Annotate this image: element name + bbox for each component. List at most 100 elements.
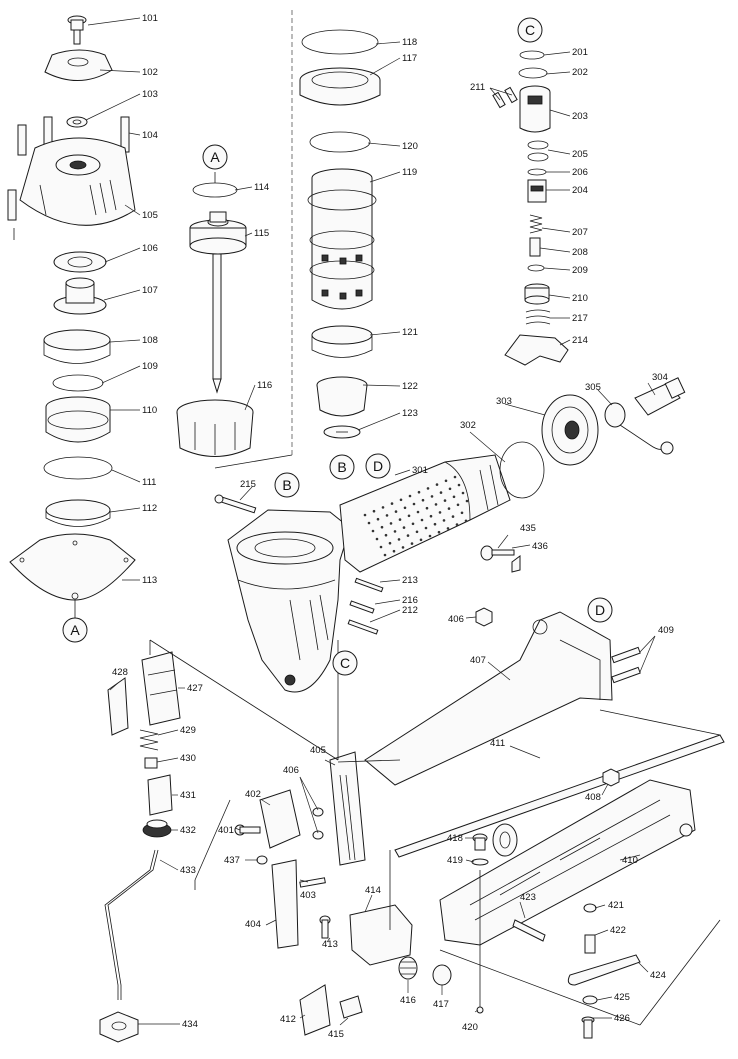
part-419-spring-reel bbox=[471, 823, 518, 866]
label-110: 110 bbox=[142, 405, 157, 416]
part-210-bushing bbox=[524, 283, 550, 305]
part-403-bolt bbox=[299, 877, 326, 888]
part-409-screws bbox=[611, 646, 641, 684]
callout-c-top: C bbox=[517, 17, 543, 43]
part-408-nut bbox=[602, 768, 620, 787]
part-204-valve-stem bbox=[527, 179, 547, 203]
label-423: 423 bbox=[520, 892, 536, 903]
callout-d-rail: D bbox=[587, 597, 613, 623]
svg-text:D: D bbox=[595, 602, 605, 618]
svg-text:B: B bbox=[337, 459, 346, 475]
part-432-gear bbox=[142, 819, 172, 838]
part-205-o-ring-a bbox=[527, 140, 549, 150]
label-105: 105 bbox=[142, 210, 158, 221]
label-429: 429 bbox=[180, 725, 196, 736]
label-118: 118 bbox=[402, 37, 417, 48]
part-108-seal bbox=[43, 329, 111, 364]
part-406-nut bbox=[475, 607, 493, 627]
label-122: 122 bbox=[402, 381, 418, 392]
part-435-washer bbox=[480, 545, 494, 561]
label-305: 305 bbox=[585, 382, 601, 393]
part-410-magazine bbox=[439, 779, 696, 946]
part-421-washer bbox=[583, 903, 597, 913]
label-202: 202 bbox=[572, 67, 588, 78]
label-212: 212 bbox=[402, 605, 418, 616]
callout-a-bottom: A bbox=[62, 617, 88, 643]
label-116: 116 bbox=[257, 380, 272, 391]
part-436-bolt bbox=[491, 549, 521, 573]
part-211-pins bbox=[492, 86, 518, 109]
label-104: 104 bbox=[142, 130, 158, 141]
part-208-plunger bbox=[529, 237, 541, 257]
part-114-o-ring bbox=[192, 182, 238, 198]
label-433: 433 bbox=[180, 865, 196, 876]
part-433-wire bbox=[104, 849, 156, 1000]
part-417-knob bbox=[432, 964, 452, 986]
label-404: 404 bbox=[245, 919, 261, 930]
part-426-screw bbox=[581, 1016, 595, 1039]
label-419: 419 bbox=[447, 855, 463, 866]
label-209: 209 bbox=[572, 265, 588, 276]
part-113-gasket-plate bbox=[9, 533, 136, 601]
label-426: 426 bbox=[614, 1013, 630, 1024]
label-304: 304 bbox=[652, 372, 668, 383]
part-201-o-ring bbox=[519, 50, 545, 60]
label-213: 213 bbox=[402, 575, 418, 586]
label-119: 119 bbox=[402, 167, 417, 178]
part-115-piston bbox=[189, 211, 247, 255]
part-119-cylinder bbox=[307, 168, 377, 310]
trigger-valve-assembly bbox=[492, 50, 569, 366]
label-406-top: 406 bbox=[448, 614, 464, 625]
label-437: 437 bbox=[224, 855, 240, 866]
part-416-dial bbox=[398, 956, 418, 980]
label-109: 109 bbox=[142, 361, 158, 372]
label-112: 112 bbox=[142, 503, 157, 514]
part-121-ring bbox=[311, 325, 373, 358]
part-423-spring bbox=[512, 919, 546, 942]
label-416: 416 bbox=[400, 995, 416, 1006]
part-112-ring bbox=[45, 499, 111, 527]
part-main-body bbox=[227, 509, 351, 693]
label-413: 413 bbox=[322, 939, 338, 950]
callout-c-body: C bbox=[332, 650, 358, 676]
part-203-valve-housing bbox=[519, 85, 551, 133]
part-428-bracket bbox=[107, 677, 129, 736]
part-202-o-ring bbox=[518, 67, 548, 79]
label-428: 428 bbox=[112, 667, 128, 678]
label-425: 425 bbox=[614, 992, 630, 1003]
part-412-plate bbox=[299, 984, 331, 1036]
part-301-handle bbox=[339, 454, 511, 573]
label-113: 113 bbox=[142, 575, 157, 586]
label-435: 435 bbox=[520, 523, 536, 534]
part-109-o-ring bbox=[52, 374, 104, 392]
part-212-pin bbox=[347, 619, 379, 635]
body-assembly bbox=[214, 377, 686, 693]
part-205-o-ring-b bbox=[527, 152, 549, 162]
part-420-pin bbox=[476, 870, 484, 1014]
label-208: 208 bbox=[572, 247, 588, 258]
label-215: 215 bbox=[240, 479, 256, 490]
label-414: 414 bbox=[365, 885, 381, 896]
svg-text:A: A bbox=[70, 622, 80, 638]
part-number-labels: 101 102 103 104 105 106 107 108 109 110 … bbox=[112, 13, 674, 1040]
label-427: 427 bbox=[187, 683, 203, 694]
label-422: 422 bbox=[610, 925, 626, 936]
label-107: 107 bbox=[142, 285, 158, 296]
part-405-guide bbox=[329, 751, 366, 866]
part-415-clip bbox=[339, 995, 363, 1019]
part-101-screw bbox=[67, 15, 87, 45]
part-115-driver-blade bbox=[212, 253, 222, 394]
label-434: 434 bbox=[182, 1019, 198, 1030]
part-422-sleeve bbox=[584, 934, 596, 954]
part-122-bumper bbox=[316, 376, 368, 417]
label-407: 407 bbox=[470, 655, 486, 666]
part-118-o-ring bbox=[301, 29, 379, 55]
part-427-housing bbox=[141, 651, 181, 726]
part-407-rail bbox=[364, 611, 613, 786]
part-104-bolts bbox=[7, 116, 130, 221]
label-123: 123 bbox=[402, 408, 418, 419]
part-302-o-ring bbox=[499, 441, 545, 499]
svg-text:C: C bbox=[340, 655, 350, 671]
part-437-washer bbox=[256, 855, 268, 865]
callout-b-top: B bbox=[329, 454, 355, 480]
